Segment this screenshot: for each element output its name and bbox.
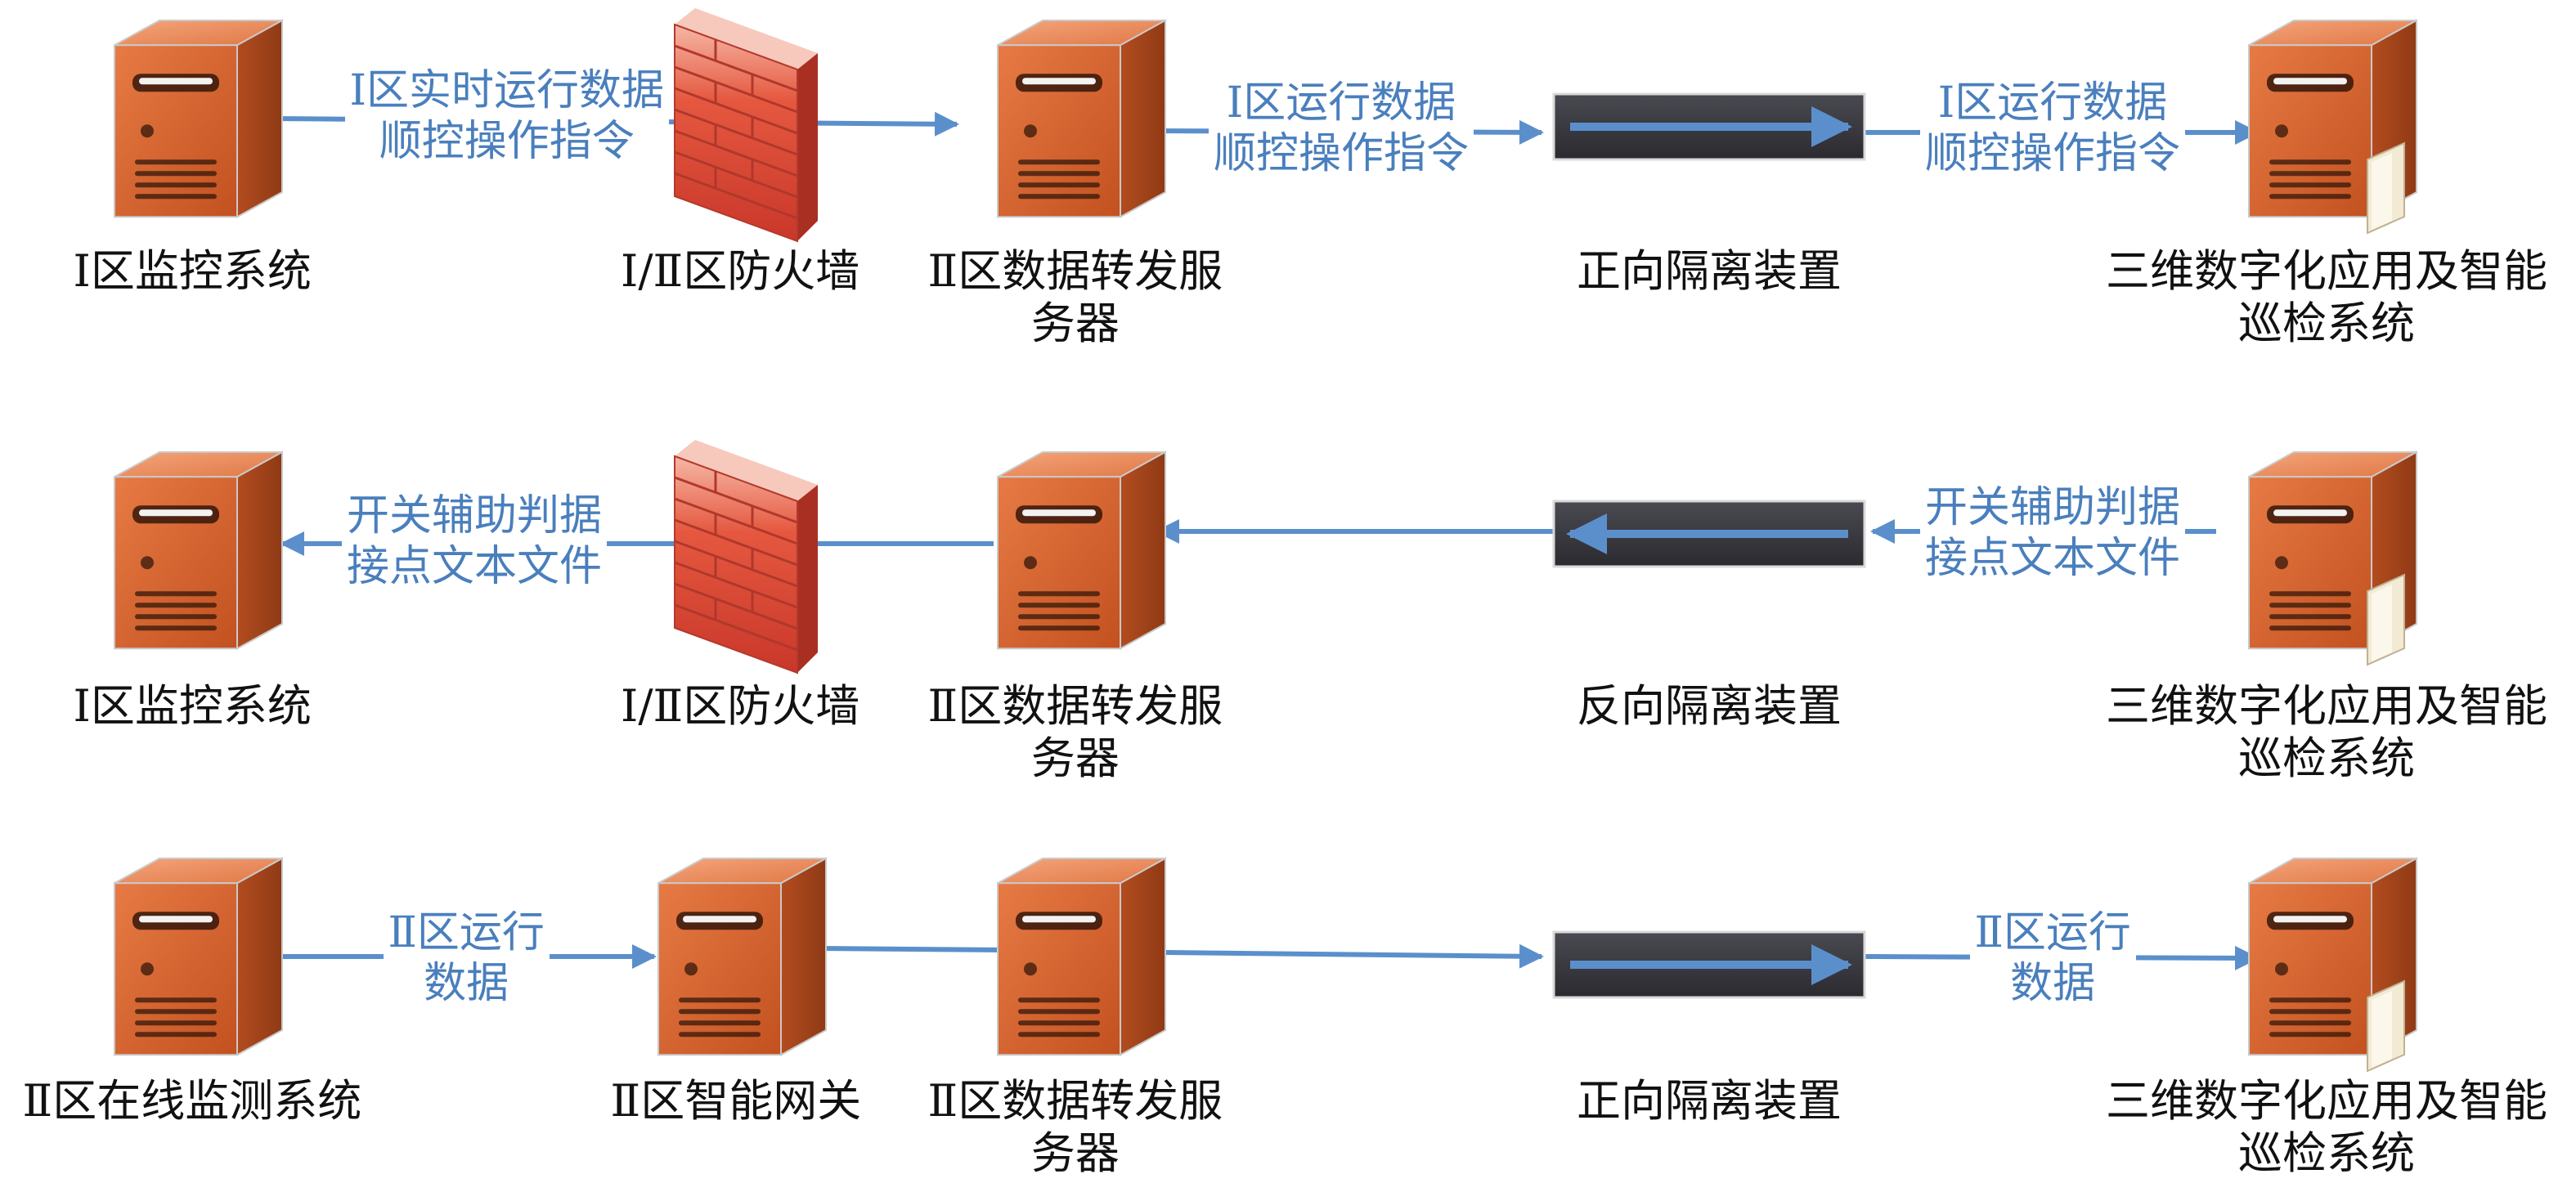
row1-isolation-device-icon-4 xyxy=(1552,92,1866,161)
row3-connector-server-to-isolation xyxy=(1165,943,1544,969)
row2-server-file-icon-5 xyxy=(2248,450,2417,666)
row3-server-icon-2 xyxy=(657,857,827,1056)
row2-node-label-4: 反向隔离装置 xyxy=(1577,680,1842,732)
row1-edge-label-1: Ⅰ区实时运行数据 顺控操作指令 xyxy=(344,65,670,167)
row3-node-label-1: Ⅱ区在线监测系统 xyxy=(22,1075,362,1127)
row1-server-icon-3 xyxy=(997,19,1166,218)
row1-server-file-icon-5 xyxy=(2248,19,2417,235)
row1-node-label-2: Ⅰ/Ⅱ区防火墙 xyxy=(621,245,860,297)
row1-node-label-4: 正向隔离装置 xyxy=(1577,245,1842,297)
row1-node-label-3: Ⅱ区数据转发服 务器 xyxy=(927,245,1223,349)
row2-node-label-2: Ⅰ/Ⅱ区防火墙 xyxy=(621,680,860,732)
row3-isolation-device-icon-4 xyxy=(1552,930,1866,999)
row1-server-icon-1 xyxy=(114,19,283,218)
row1-node-label-1: Ⅰ区监控系统 xyxy=(73,245,312,297)
row2-firewall-icon-2 xyxy=(674,440,818,674)
row3-server-icon-3 xyxy=(997,857,1166,1056)
row2-node-label-5: 三维数字化应用及智能 巡检系统 xyxy=(2106,680,2547,784)
row1-node-label-5: 三维数字化应用及智能 巡检系统 xyxy=(2106,245,2547,349)
row2-node-label-1: Ⅰ区监控系统 xyxy=(73,680,312,732)
row3-edge-label-2: Ⅱ区运行 数据 xyxy=(1969,907,2136,1009)
row3-server-file-icon-5 xyxy=(2248,857,2417,1073)
row3-node-label-2: Ⅱ区智能网关 xyxy=(610,1075,862,1127)
row3-node-label-3: Ⅱ区数据转发服 务器 xyxy=(927,1075,1223,1179)
row2-isolation-device-icon-4 xyxy=(1552,500,1866,568)
row2-node-label-3: Ⅱ区数据转发服 务器 xyxy=(927,680,1223,784)
row2-server-icon-1 xyxy=(114,450,283,650)
row3-node-label-5: 三维数字化应用及智能 巡检系统 xyxy=(2106,1075,2547,1179)
row3-edge-label-1: Ⅱ区运行 数据 xyxy=(383,907,550,1009)
row2-edge-label-1: 开关辅助判据 接点文本文件 xyxy=(342,491,608,592)
row2-server-icon-3 xyxy=(997,450,1166,650)
row2-edge-label-2: 开关辅助判据 接点文本文件 xyxy=(1920,482,2186,584)
row3-node-label-4: 正向隔离装置 xyxy=(1577,1075,1842,1127)
row3-connector-gateway-to-server xyxy=(813,946,1007,952)
row1-firewall-icon-2 xyxy=(674,8,818,243)
row1-edge-label-2: Ⅰ区运行数据 顺控操作指令 xyxy=(1209,78,1474,179)
row3-server-icon-1 xyxy=(114,857,283,1056)
row1-edge-label-3: Ⅰ区运行数据 顺控操作指令 xyxy=(1920,78,2186,179)
